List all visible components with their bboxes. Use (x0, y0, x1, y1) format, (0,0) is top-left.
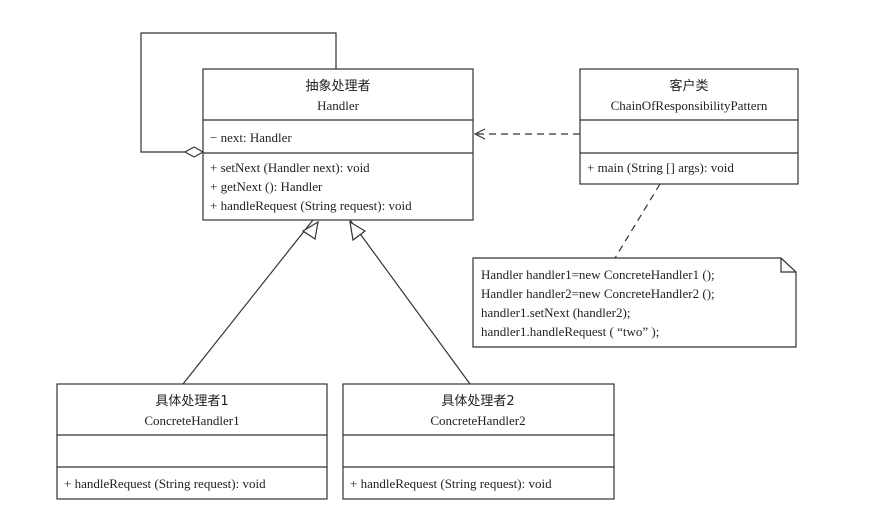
code-note: Handler handler1=new ConcreteHandler1 ()… (472, 257, 797, 348)
inheritance-triangle-2 (349, 220, 367, 242)
inheritance-line-2 (349, 219, 471, 385)
concrete1-name: ConcreteHandler1 (144, 413, 239, 428)
client-name: ChainOfResponsibilityPattern (611, 98, 768, 113)
concrete-handler-2-class[interactable]: 具体处理者2 ConcreteHandler2 + handleRequest … (342, 383, 615, 500)
handler-attribute: − next: Handler (210, 130, 292, 145)
note-line: handler1.setNext (handler2); (481, 305, 630, 320)
handler-stereotype: 抽象处理者 (305, 79, 370, 94)
aggregation-diamond (183, 146, 205, 158)
inheritance-line-1 (182, 219, 314, 385)
concrete2-stereotype: 具体处理者2 (441, 394, 514, 409)
concrete1-stereotype: 具体处理者1 (155, 394, 228, 409)
self-aggregation-line (140, 32, 337, 153)
note-line: Handler handler1=new ConcreteHandler1 ()… (481, 267, 715, 282)
handler-operation-handlerequest: + handleRequest (String request): void (210, 198, 412, 213)
note-connector (614, 183, 661, 259)
concrete1-operation: + handleRequest (String request): void (64, 476, 266, 491)
handler-name: Handler (317, 98, 360, 113)
client-stereotype: 客户类 (669, 78, 708, 94)
note-line: Handler handler2=new ConcreteHandler2 ()… (481, 286, 715, 301)
client-class[interactable]: 客户类 ChainOfResponsibilityPattern + main … (579, 68, 799, 185)
handler-class[interactable]: 抽象处理者 Handler − next: Handler + setNext … (202, 68, 474, 221)
note-line: handler1.handleRequest ( “two” ); (481, 324, 659, 339)
concrete2-operation: + handleRequest (String request): void (350, 476, 552, 491)
concrete2-name: ConcreteHandler2 (430, 413, 525, 428)
inheritance-triangle-1 (301, 220, 319, 241)
concrete-handler-1-class[interactable]: 具体处理者1 ConcreteHandler1 + handleRequest … (56, 383, 328, 500)
handler-operation-getnext: + getNext (): Handler (210, 179, 323, 194)
client-operation-main: + main (String [] args): void (587, 160, 734, 175)
handler-operation-setnext: + setNext (Handler next): void (210, 160, 370, 175)
